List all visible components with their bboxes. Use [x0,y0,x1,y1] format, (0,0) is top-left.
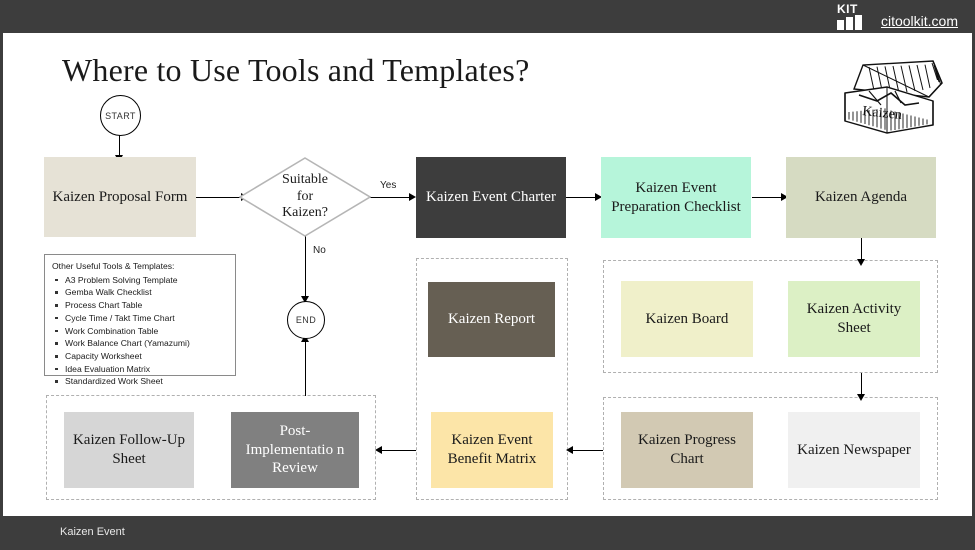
note-item: Gemba Walk Checklist [52,286,228,299]
node-kaizen-event-preparation-checklist[interactable]: Kaizen Event Preparation Checklist [601,157,751,238]
note-item: Process Chart Table [52,299,228,312]
decision-line-1: Suitable [282,171,328,187]
connector-review-to-end [305,340,307,396]
note-item: Standardized Work Sheet [52,375,228,388]
group-progress-newspaper [603,397,938,500]
node-kaizen-newspaper[interactable]: Kaizen Newspaper [788,412,920,488]
node-kaizen-board[interactable]: Kaizen Board [621,281,753,357]
group-board-activity [603,260,938,373]
arrowhead-decision-to-end [301,296,309,303]
node-kaizen-follow-up-sheet[interactable]: Kaizen Follow-Up Sheet [64,412,194,488]
other-tools-note-box: Other Useful Tools & Templates: A3 Probl… [44,254,236,386]
arrowhead-benefit-to-review [375,446,382,454]
node-kaizen-event-charter[interactable]: Kaizen Event Charter [416,157,566,238]
node-post-implementation-review[interactable]: Post-Implementatio n Review [231,412,359,488]
end-terminator[interactable]: END [287,301,325,339]
connector-start-to-proposal [119,131,121,157]
note-list: A3 Problem Solving Template Gemba Walk C… [52,274,228,388]
note-item: Work Combination Table [52,325,228,338]
page-title: Where to Use Tools and Templates? [62,52,530,88]
node-kaizen-proposal-form[interactable]: Kaizen Proposal Form [44,157,196,237]
group-report-benefit [416,258,568,500]
end-label: END [295,315,317,325]
connector-decision-to-end [305,236,307,298]
note-item: Work Balance Chart (Yamazumi) [52,337,228,350]
kit-logo-icon: KIT [836,2,875,30]
connector-charter-to-checklist [566,197,598,199]
kit-logo-text: KIT [836,2,858,16]
node-kaizen-progress-chart[interactable]: Kaizen Progress Chart [621,412,753,488]
arrowhead-progress-to-benefit [566,446,573,454]
footer-label: Kaizen Event [60,526,125,538]
decision-line-2: for [296,188,314,204]
header-bar: KIT citoolkit.com [3,0,972,33]
start-terminator[interactable]: START [100,95,141,136]
arrowhead-activity-to-newspaper [857,394,865,401]
footer-bar: Kaizen Event [3,516,972,550]
bar-chart-icon [836,15,862,30]
note-item: A3 Problem Solving Template [52,274,228,287]
kaizen-toolbox-icon: Kaizen [829,53,949,137]
connector-proposal-to-decision [196,197,243,199]
arrowhead-charter-to-checklist [595,193,602,201]
note-item: Cycle Time / Takt Time Chart [52,312,228,325]
decision-label: Suitable for Kaizen? [239,157,371,237]
arrowhead-decision-to-charter [409,193,416,201]
node-kaizen-activity-sheet[interactable]: Kaizen Activity Sheet [788,281,920,357]
note-heading: Other Useful Tools & Templates: [52,261,175,271]
node-kaizen-agenda[interactable]: Kaizen Agenda [786,157,936,238]
start-label: START [105,110,136,121]
node-kaizen-report[interactable]: Kaizen Report [428,282,555,357]
note-item: Idea Evaluation Matrix [52,363,228,376]
edge-label-no: No [313,245,326,256]
arrowhead-agenda-to-activity [857,259,865,266]
node-kaizen-event-benefit-matrix[interactable]: Kaizen Event Benefit Matrix [431,412,553,488]
toolbox-label: Kaizen [862,104,903,123]
connector-agenda-to-activity [861,238,863,262]
decision-suitable-for-kaizen[interactable]: Suitable for Kaizen? [239,157,371,237]
edge-label-yes: Yes [380,180,397,191]
connector-benefit-to-review [379,450,416,452]
diamond-shape-icon [239,157,371,237]
brand-logo[interactable]: KIT citoolkit.com [836,2,958,30]
connector-checklist-to-agenda [752,197,784,199]
decision-line-3: Kaizen? [282,205,328,221]
arrowhead-checklist-to-agenda [781,193,788,201]
website-link[interactable]: citoolkit.com [880,13,958,29]
connector-decision-to-charter [368,197,411,199]
connector-progress-to-benefit [570,450,603,452]
note-item: Capacity Worksheet [52,350,228,363]
connector-activity-to-newspaper [861,373,863,397]
